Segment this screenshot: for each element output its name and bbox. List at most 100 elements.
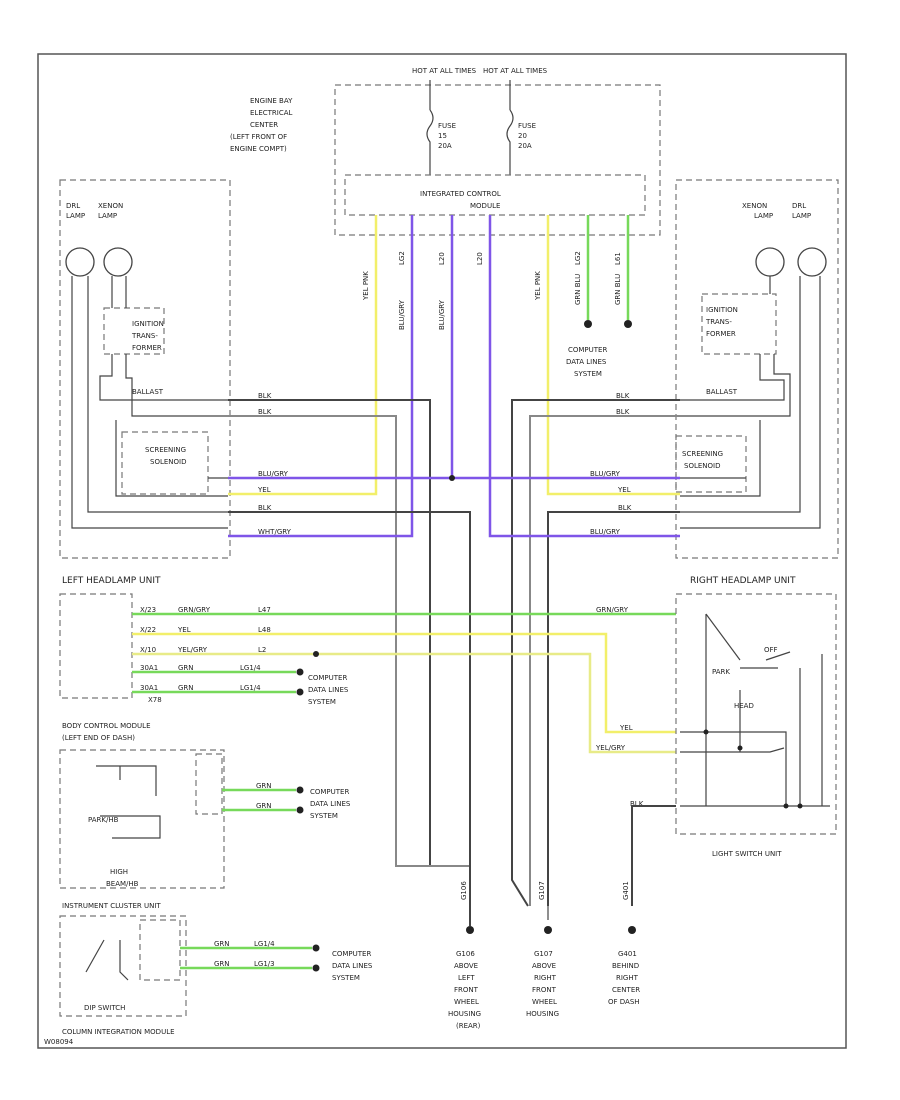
switch-yelgry-internal xyxy=(680,747,785,753)
light-switch-label: LIGHT SWITCH UNIT xyxy=(712,850,782,858)
bcm-inner-label-2: BEAM/HB xyxy=(106,880,139,888)
icm-wire-label-9: GRN BLU xyxy=(614,274,622,305)
right-blk-ground-wire xyxy=(631,805,676,906)
right-conn-label-2: BLU/GRY xyxy=(590,470,621,478)
left-headlamp-unit-label: LEFT HEADLAMP UNIT xyxy=(62,576,161,586)
bcm-wire-label-1: GRN xyxy=(256,802,272,810)
icm-label-1: MODULE xyxy=(470,202,500,210)
right-unit-wire-1: YEL xyxy=(619,724,633,732)
g106-label-6: (REAR) xyxy=(456,1022,481,1030)
computer-top-label-1: DATA LINES xyxy=(566,358,607,366)
icm-wire-label-4: BLU/GRY xyxy=(438,299,446,330)
right-blk-wire-1 xyxy=(511,399,680,907)
g107-label-5: HOUSING xyxy=(526,1010,559,1018)
right-blugry-wire-2 xyxy=(488,534,680,538)
switch-yel-internal xyxy=(680,731,787,806)
data-line-terminal-4 xyxy=(296,688,304,696)
computer-mid-label-2: SYSTEM xyxy=(308,698,336,706)
right-screening-label-0: SCREENING xyxy=(682,450,723,458)
left-unit-color-0: GRN/GRY xyxy=(178,606,211,614)
bcm-inner-label-0: PARK/HB xyxy=(88,816,119,824)
left-unit-code-1: L48 xyxy=(258,626,271,634)
right-headlamp-unit-box xyxy=(675,593,837,835)
left-unit-code-4: LG1/4 xyxy=(240,684,261,692)
switch-node-3 xyxy=(783,803,789,809)
switch-node-2 xyxy=(737,745,743,751)
left-conn-label-3: YEL xyxy=(257,486,271,494)
fuse-2-label-2: 20A xyxy=(518,142,532,150)
data-line-terminal-3 xyxy=(296,668,304,676)
left-screening-box xyxy=(121,431,209,495)
switch-label-park: PARK xyxy=(712,668,730,676)
engine-bay-label-4: ENGINE COMPT) xyxy=(230,145,287,153)
left-ignition-box xyxy=(103,307,165,355)
column-module-box xyxy=(59,915,187,1017)
diagram-frame xyxy=(37,53,847,1049)
g401-label-0: G401 xyxy=(618,950,637,958)
right-lamp-label-xenon: XENON xyxy=(742,202,767,210)
data-line-terminal-7 xyxy=(312,944,320,952)
left-headlamp-unit-box xyxy=(59,593,133,699)
yelgry-splice xyxy=(313,651,319,657)
fuse-1-label-0: FUSE xyxy=(438,122,456,130)
engine-bay-label-1: ELECTRICAL xyxy=(250,109,293,117)
g107-wire-label: G107 xyxy=(538,881,546,900)
engine-bay-label-2: CENTER xyxy=(250,121,278,129)
left-screening-label-0: SCREENING xyxy=(145,446,186,454)
icm-wire-label-8: GRN BLU xyxy=(574,274,582,305)
bcm-wire-label-0: GRN xyxy=(256,782,272,790)
right-lamp-label-lamp-1: LAMP xyxy=(754,212,773,220)
g107-label-3: FRONT xyxy=(532,986,557,994)
left-unit-pin-0: X/23 xyxy=(140,606,156,614)
fuse-1-label-2: 20A xyxy=(438,142,452,150)
right-unit-wire-0: GRN/GRY xyxy=(596,606,629,614)
g107-label-0: G107 xyxy=(534,950,553,958)
left-internal-wire-5 xyxy=(99,354,228,401)
right-screening-label-1: SOLENOID xyxy=(684,462,720,470)
hot-label-1: HOT AT ALL TIMES xyxy=(412,67,477,75)
engine-bay-label-3: (LEFT FRONT OF xyxy=(230,133,287,141)
computer-top-label-0: COMPUTER xyxy=(568,346,607,354)
data-line-terminal-8 xyxy=(312,964,320,972)
ground-g107-icon xyxy=(544,926,552,934)
engine-bay-label-0: ENGINE BAY xyxy=(250,97,293,105)
bcm-inner-label-1: HIGH xyxy=(110,868,128,876)
right-yel-wire xyxy=(546,492,680,496)
data-line-terminal-5 xyxy=(296,786,304,794)
hot-label-2: HOT AT ALL TIMES xyxy=(483,67,548,75)
column-wire-code-0: LG1/4 xyxy=(254,940,275,948)
left-lamp-label-lamp-1: LAMP xyxy=(66,212,85,220)
right-headlamp-box xyxy=(675,179,839,559)
left-drl-lamp-icon xyxy=(65,247,95,277)
computer-col-label-1: DATA LINES xyxy=(332,962,373,970)
left-whtgry-wire xyxy=(228,534,414,538)
g106-label-3: FRONT xyxy=(454,986,479,994)
g106-label-0: G106 xyxy=(456,950,475,958)
g401-label-2: RIGHT xyxy=(616,974,639,982)
icm-wire-label-5: L20 xyxy=(476,252,484,265)
column-connector-box xyxy=(139,919,181,981)
icm-wire-label-0: YEL PNK xyxy=(362,271,370,301)
footer-code: W08094 xyxy=(44,1038,74,1046)
icm-wire-label-10: L61 xyxy=(614,252,622,265)
g106-label-5: HOUSING xyxy=(448,1010,481,1018)
right-blk-wire-2 xyxy=(529,415,680,906)
left-unit-code-2: L2 xyxy=(258,646,266,654)
right-internal-wire-5 xyxy=(680,354,791,417)
left-xenon-lamp-icon xyxy=(103,247,133,277)
computer-mid-label-1: DATA LINES xyxy=(308,686,349,694)
computer-mid-label-0: COMPUTER xyxy=(308,674,347,682)
right-internal-wire-1 xyxy=(680,276,821,529)
bcm-label-0: BODY CONTROL MODULE xyxy=(62,722,151,730)
left-unit-color-2: YEL/GRY xyxy=(177,646,208,654)
right-conn-label-5: BLU/GRY xyxy=(590,528,621,536)
left-ignition-label-1: TRANS- xyxy=(131,332,158,340)
right-xenon-lamp-icon xyxy=(755,247,785,277)
fuse-2-label-0: FUSE xyxy=(518,122,536,130)
data-line-terminal-1 xyxy=(584,320,592,328)
yel-wire xyxy=(132,632,676,734)
g106-label-2: LEFT xyxy=(458,974,475,982)
g106-wire-label: G106 xyxy=(460,881,468,900)
left-conn-label-4: BLK xyxy=(258,504,272,512)
switch-node-4 xyxy=(797,803,803,809)
